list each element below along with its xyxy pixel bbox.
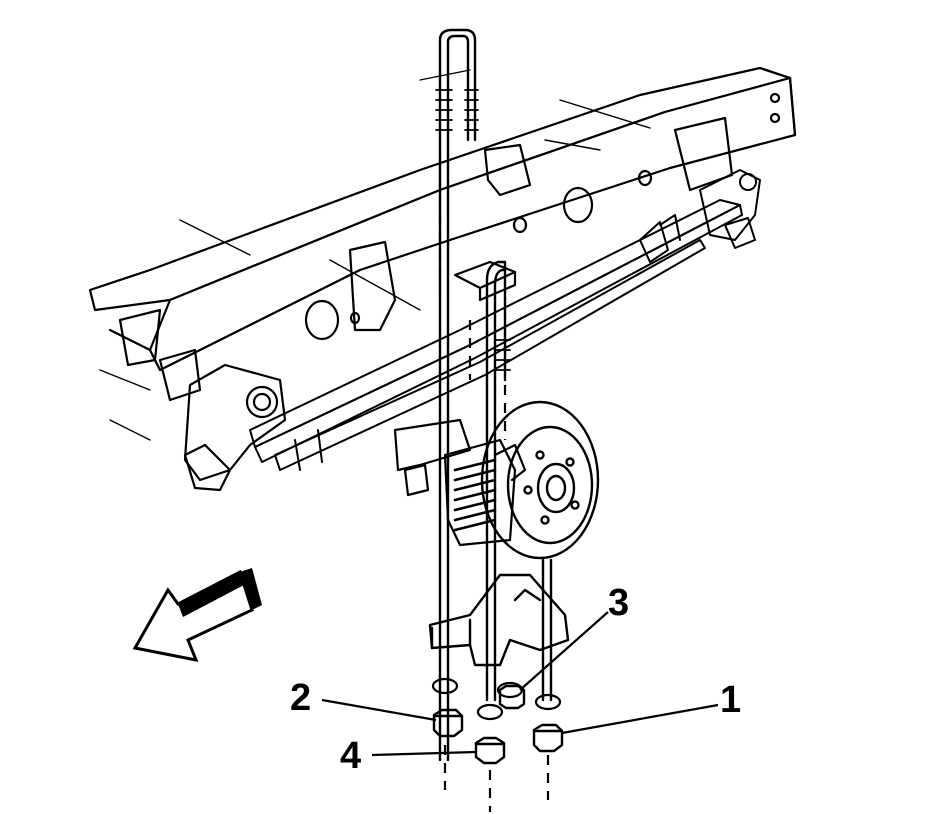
callout-3: 3 [519,582,629,691]
callout-1: 1 [561,679,741,735]
callout-2-label: 2 [290,677,311,719]
front-direction-arrow-icon [132,568,262,663]
spring-seat-bracket [428,573,570,667]
spring-plate [453,260,517,302]
washers [431,677,562,721]
frame-rail [88,66,797,402]
callout-4: 4 [340,735,477,777]
spring-rear-shackle [699,169,761,249]
callout-1-label: 1 [720,679,741,721]
callout-2: 2 [290,677,437,722]
spring-front-hanger [183,363,287,492]
axle-tube [393,418,472,497]
brake-rotor [480,400,600,560]
callout-3-label: 3 [608,582,629,624]
u-bolt-right [485,260,553,702]
u-bolt-left [435,28,479,762]
background-lines [99,69,651,441]
callout-4-label: 4 [340,735,361,777]
nuts [432,684,564,765]
